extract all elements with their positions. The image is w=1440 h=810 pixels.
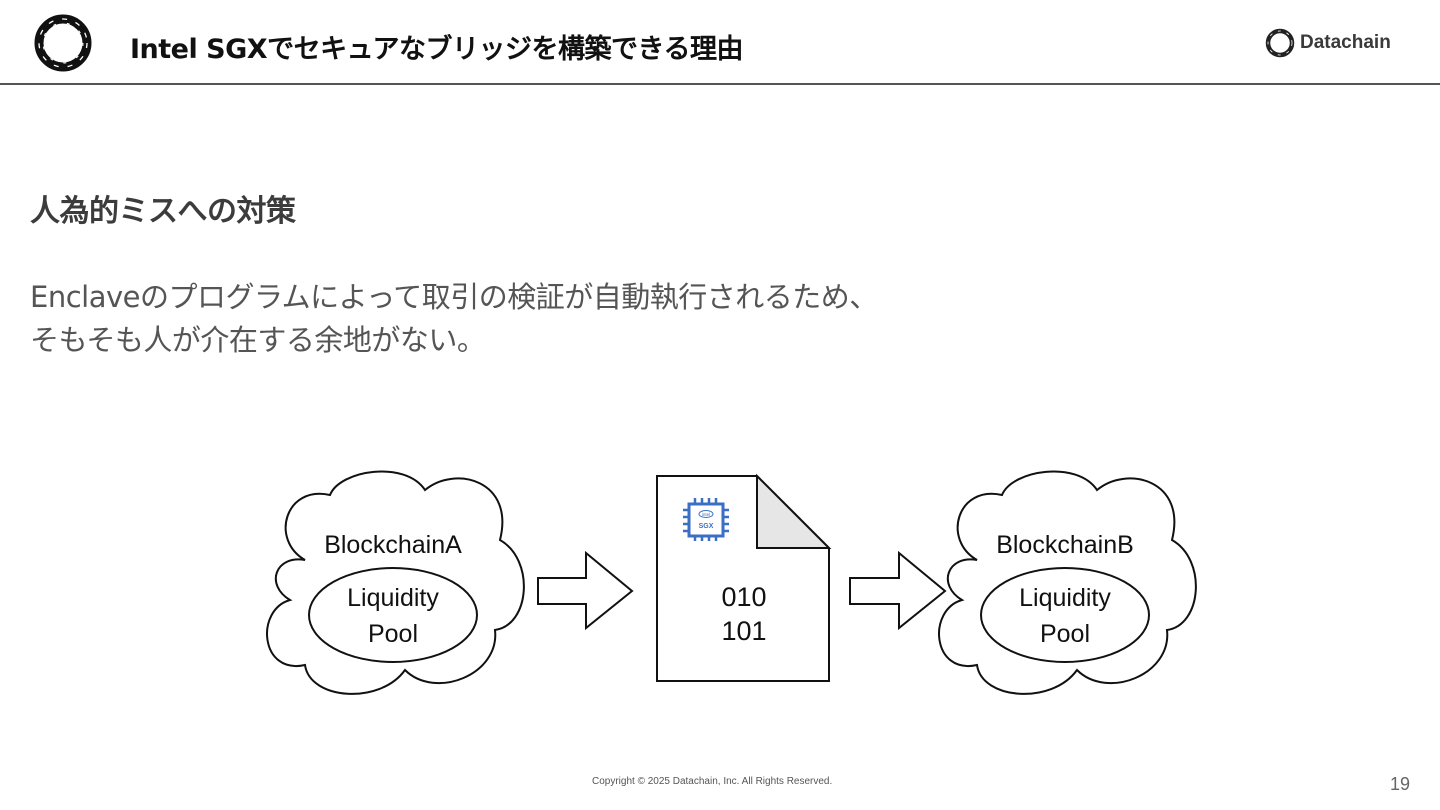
brand-name: Datachain [1300, 32, 1391, 53]
chip-sgx-label: SGX [699, 523, 714, 530]
page-number: 19 [1390, 774, 1411, 794]
blockchain-a-label: BlockchainA [324, 531, 462, 559]
pool-left-line2: Pool [368, 620, 418, 648]
binary-line-1: 010 [721, 582, 766, 612]
pool-right-line2: Pool [1040, 620, 1090, 648]
body-line-1: Enclaveのプログラムによって取引の検証が自動執行されるため、 [30, 280, 878, 314]
document-fold [756, 473, 832, 549]
right-arrow-icon [849, 550, 947, 631]
blockchain-b-cloud: BlockchainB Liquidity Pool [938, 470, 1197, 695]
blockchain-a-cloud: BlockchainA Liquidity Pool [266, 470, 525, 695]
liquidity-pool-left [308, 567, 478, 663]
pool-right-line1: Liquidity [1019, 584, 1111, 612]
document-shape [656, 475, 830, 682]
right-arrow-icon [537, 550, 634, 631]
binary-line-2: 101 [721, 616, 766, 646]
blockchain-b-label: BlockchainB [996, 531, 1134, 559]
page-title: Intel SGXでセキュアなブリッジを構築できる理由 [130, 34, 744, 65]
pool-left-line1: Liquidity [347, 584, 439, 612]
liquidity-pool-right [980, 567, 1150, 663]
body-text: Enclaveのプログラムによって取引の検証が自動執行されるため、 そもそも人が… [30, 276, 878, 362]
chip-intel-label: intel [702, 512, 710, 517]
section-heading: 人為的ミスへの対策 [30, 194, 296, 229]
ring-logo-icon [34, 14, 92, 72]
brand-ring-icon [1265, 28, 1295, 58]
header-divider [0, 83, 1440, 85]
sgx-chip-icon: intel SGX [683, 498, 729, 541]
body-line-2: そもそも人が介在する余地がない。 [30, 323, 486, 357]
brand-logo: Datachain [1265, 27, 1391, 59]
copyright-text: Copyright © 2025 Datachain, Inc. All Rig… [592, 776, 833, 787]
enclave-document: intel SGX 010 101 [656, 473, 832, 682]
bridge-diagram: BlockchainA Liquidity Pool intel SGX 010… [266, 470, 1197, 695]
